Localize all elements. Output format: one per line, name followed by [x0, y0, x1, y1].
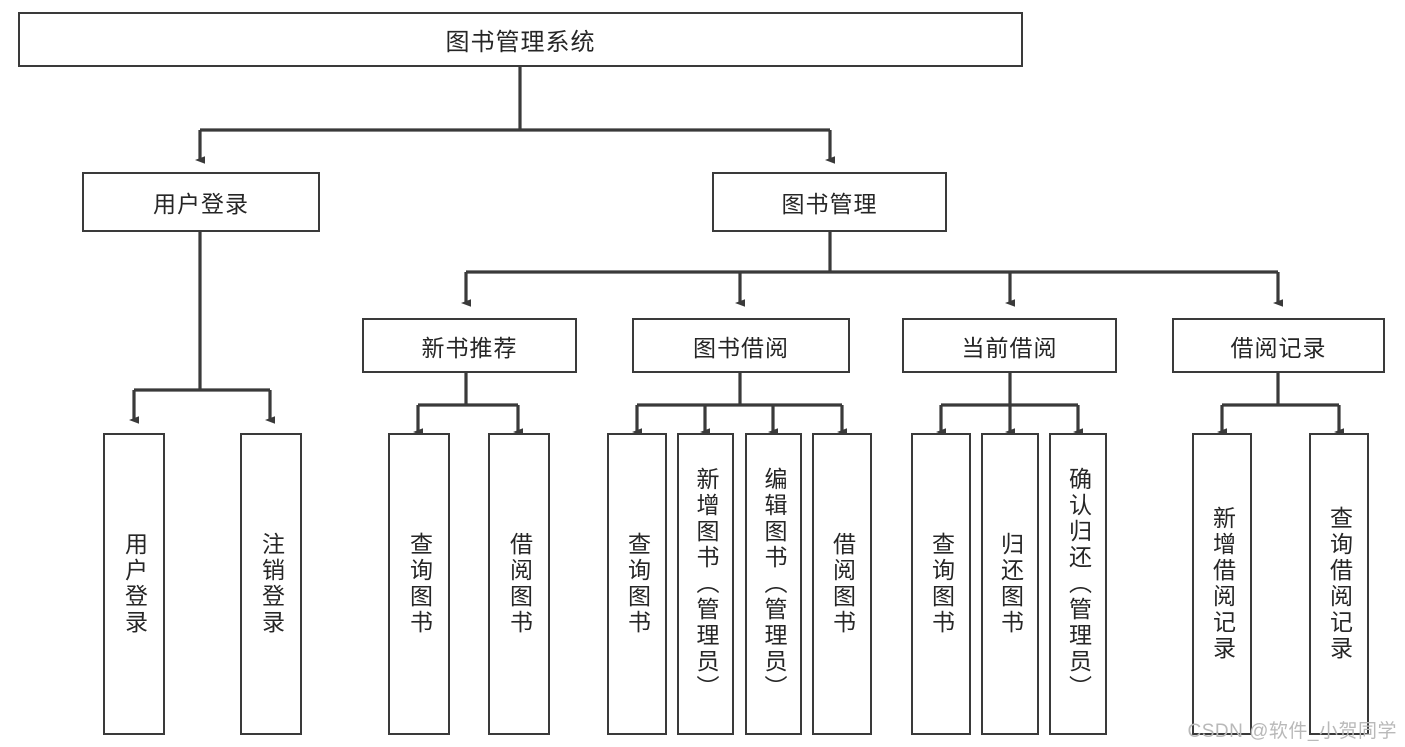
- node-label: 新增图书（管理员）: [693, 467, 719, 701]
- leaf-record-add-record[interactable]: 新增借阅记录: [1192, 433, 1252, 735]
- leaf-current-return-book[interactable]: 归还图书: [981, 433, 1039, 735]
- node-label: 查询借阅记录: [1326, 506, 1353, 662]
- watermark: CSDN @软件_小贺同学: [1187, 721, 1397, 742]
- leaf-user-login-logout[interactable]: 注销登录: [240, 433, 302, 735]
- leaf-borrow-query-book[interactable]: 查询图书: [607, 433, 667, 735]
- node-label: 查询图书: [928, 532, 955, 636]
- node-label: 借阅记录: [1230, 334, 1327, 361]
- leaf-borrow-add-book-admin[interactable]: 新增图书（管理员）: [677, 433, 734, 735]
- node-borrow-record[interactable]: 借阅记录: [1172, 318, 1385, 373]
- node-label: 归还图书: [997, 532, 1024, 636]
- node-label: 图书管理: [781, 191, 878, 217]
- node-book-borrow[interactable]: 图书借阅: [632, 318, 850, 373]
- node-label: 注销登录: [258, 532, 285, 636]
- leaf-current-confirm-return-admin[interactable]: 确认归还（管理员）: [1049, 433, 1107, 735]
- node-label: 借阅图书: [829, 532, 856, 636]
- node-label: 确认归还（管理员）: [1065, 467, 1092, 701]
- leaf-recommend-borrow-book[interactable]: 借阅图书: [488, 433, 550, 735]
- node-label: 用户登录: [121, 532, 148, 636]
- leaf-record-query-record[interactable]: 查询借阅记录: [1309, 433, 1369, 735]
- node-label: 查询图书: [406, 532, 433, 636]
- node-label: 编辑图书（管理员）: [761, 467, 787, 701]
- node-book-management[interactable]: 图书管理: [712, 172, 947, 232]
- node-current-borrow[interactable]: 当前借阅: [902, 318, 1117, 373]
- node-label: 用户登录: [153, 191, 249, 217]
- node-new-book-recommend[interactable]: 新书推荐: [362, 318, 577, 373]
- leaf-current-query-book[interactable]: 查询图书: [911, 433, 971, 735]
- leaf-borrow-edit-book-admin[interactable]: 编辑图书（管理员）: [745, 433, 802, 735]
- leaf-borrow-borrow-book[interactable]: 借阅图书: [812, 433, 872, 735]
- node-label: 查询图书: [624, 532, 651, 636]
- node-root-system[interactable]: 图书管理系统: [18, 12, 1023, 67]
- leaf-recommend-query-book[interactable]: 查询图书: [388, 433, 450, 735]
- node-label: 图书管理系统: [445, 29, 596, 56]
- node-label: 图书借阅: [693, 334, 789, 361]
- node-label: 新书推荐: [421, 334, 518, 361]
- node-user-login[interactable]: 用户登录: [82, 172, 320, 232]
- node-label: 新增借阅记录: [1209, 506, 1236, 662]
- node-label: 当前借阅: [961, 334, 1058, 361]
- node-label: 借阅图书: [506, 532, 533, 636]
- leaf-user-login-login[interactable]: 用户登录: [103, 433, 165, 735]
